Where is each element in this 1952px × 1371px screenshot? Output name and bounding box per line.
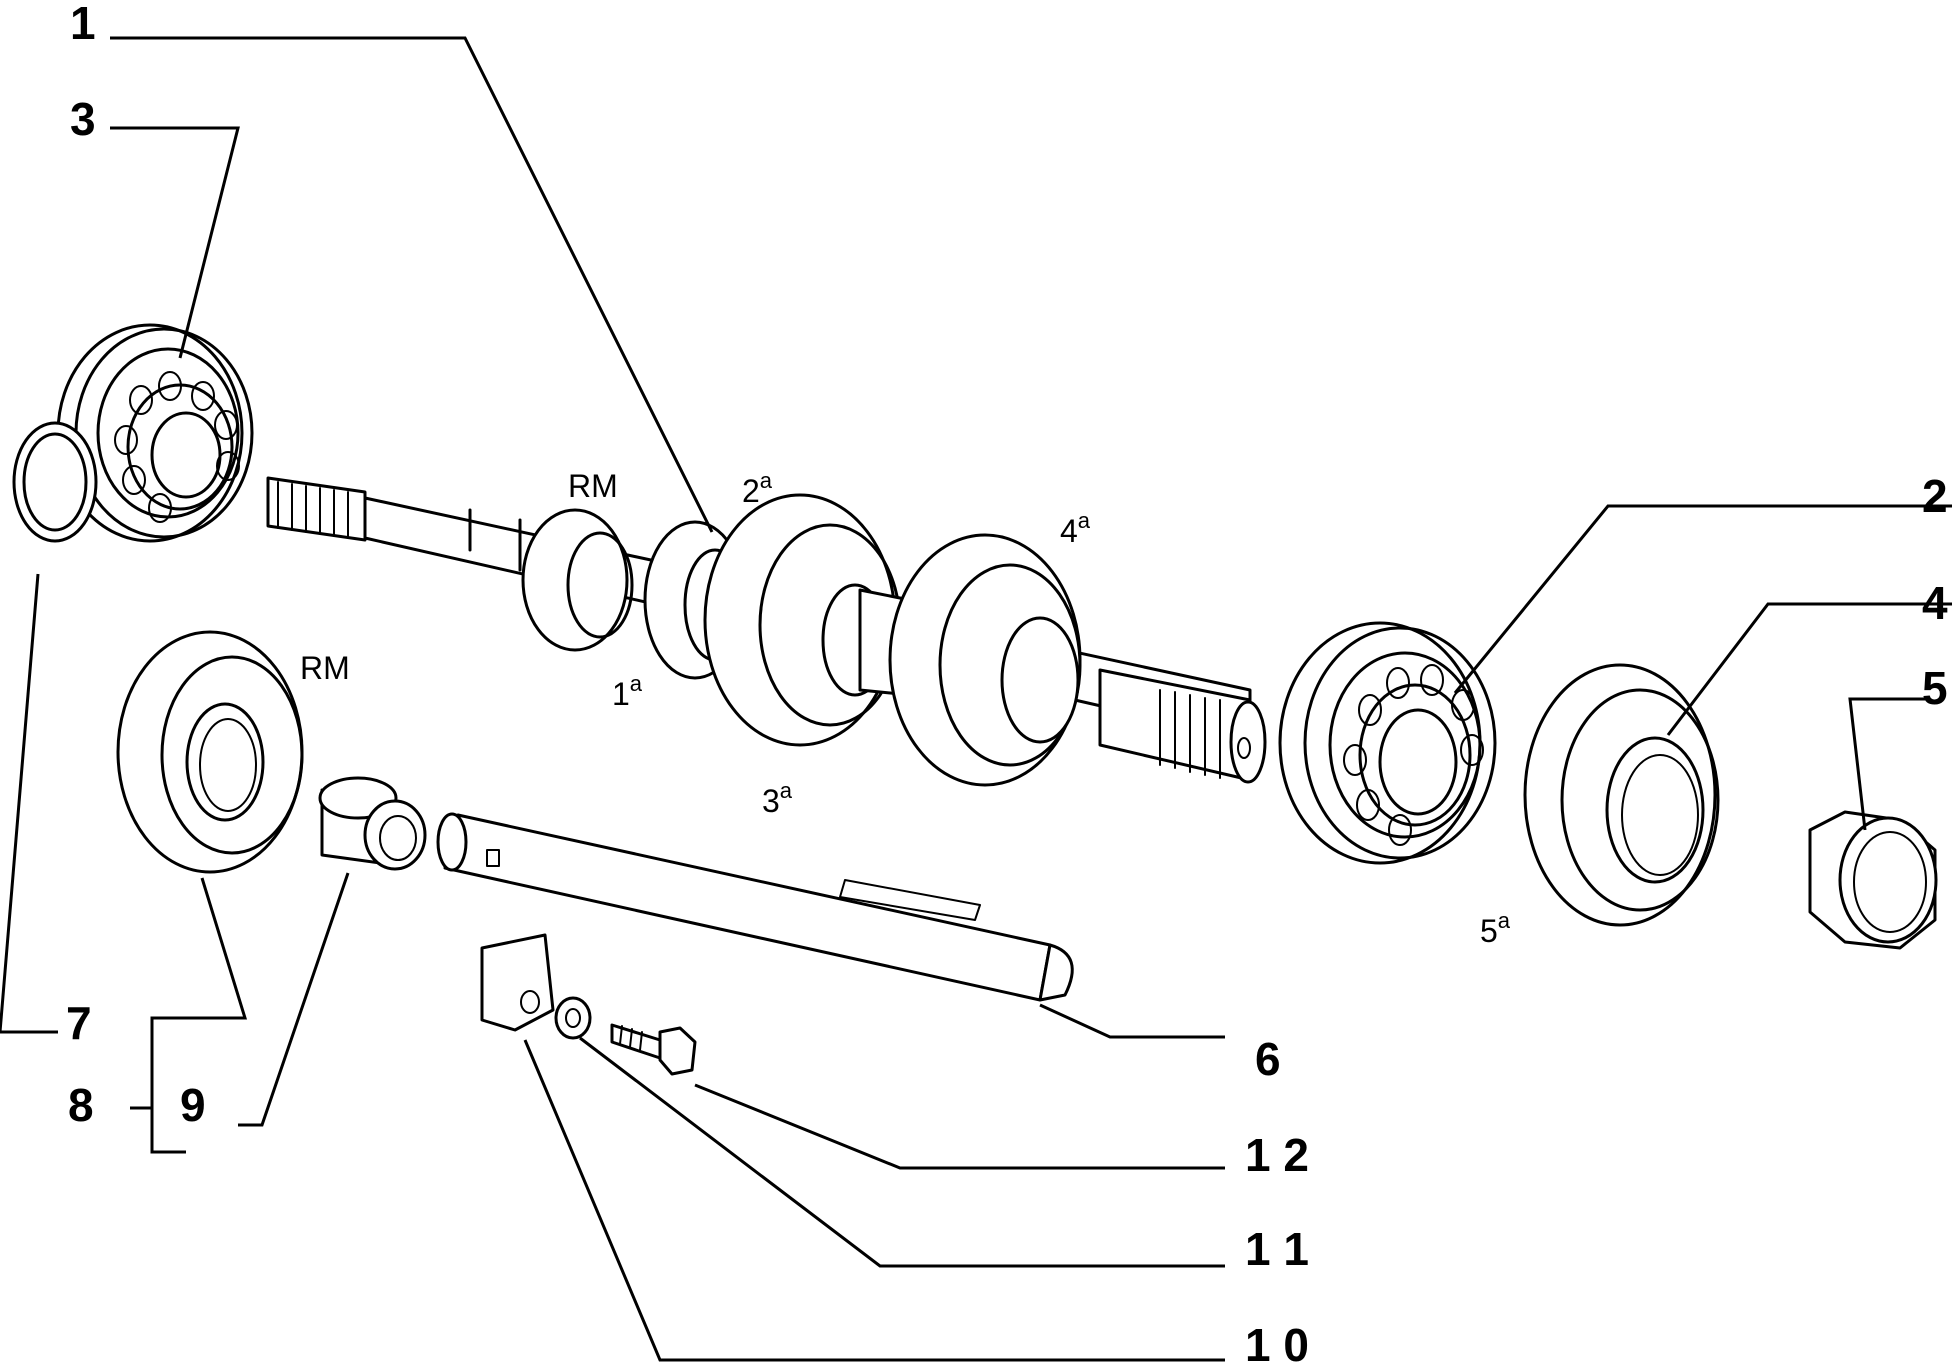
callout-2: 2 — [1922, 470, 1948, 522]
lock-plate — [480, 933, 555, 1032]
ball-bearing-left — [56, 323, 254, 543]
callout-5: 5 — [1922, 662, 1948, 714]
main-shaft-assembly — [266, 476, 1267, 787]
tag-gear-5: 5a — [1480, 908, 1511, 949]
tag-gear-2: 2a — [742, 468, 773, 509]
washer — [554, 996, 592, 1040]
hex-nut — [1808, 810, 1938, 950]
bushing — [318, 776, 427, 871]
tag-rm-gear: RM — [300, 650, 350, 686]
fifth-gear — [1523, 663, 1720, 927]
callout-6: 6 — [1255, 1033, 1281, 1085]
callout-8: 8 — [68, 1079, 94, 1131]
idler-shaft — [436, 812, 1074, 1002]
callout-11: 1 1 — [1245, 1223, 1309, 1275]
ball-bearing-right — [1278, 621, 1497, 865]
bolt — [610, 1023, 697, 1076]
callout-10: 1 0 — [1245, 1319, 1309, 1371]
callout-7: 7 — [66, 997, 92, 1049]
tag-rm-shaft: RM — [568, 468, 618, 504]
callout-12: 1 2 — [1245, 1129, 1309, 1181]
callout-1: 1 — [70, 0, 96, 49]
snap-ring — [12, 421, 98, 543]
callout-4: 4 — [1922, 577, 1948, 629]
reverse-idler-gear — [116, 630, 304, 874]
callout-3: 3 — [70, 93, 96, 145]
tag-gear-3: 3a — [762, 778, 793, 819]
callout-9: 9 — [180, 1079, 206, 1131]
tag-gear-1: 1a — [612, 671, 643, 712]
tag-gear-4: 4a — [1060, 508, 1091, 549]
leader-lines — [0, 36, 1952, 1362]
